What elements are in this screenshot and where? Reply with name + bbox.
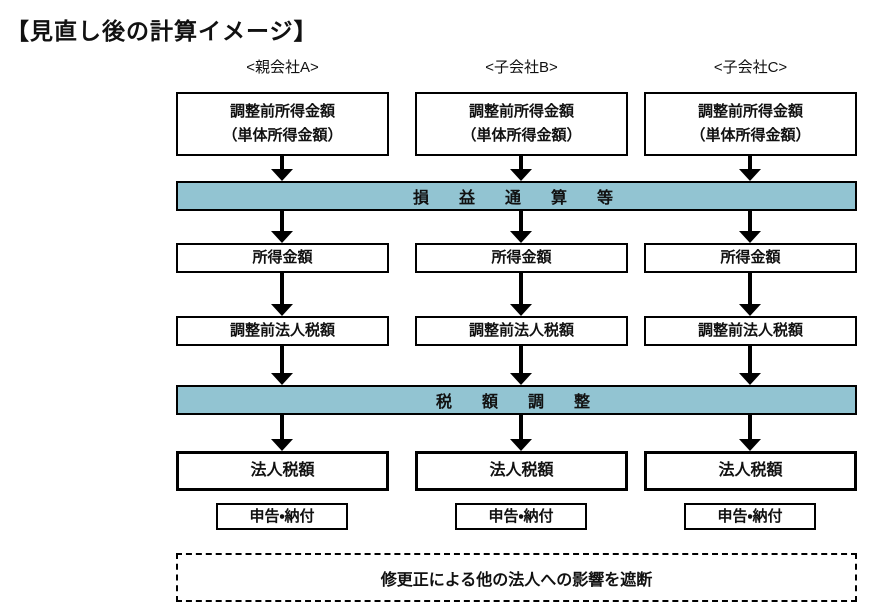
process-bar-profit-loss-aggregation: 損 益 通 算 等 xyxy=(176,181,857,211)
box-pre-adjustment-income-a-line2: （単体所得金額） xyxy=(222,127,343,144)
down-arrow xyxy=(739,273,761,316)
down-arrow xyxy=(510,211,532,243)
down-arrow xyxy=(739,415,761,451)
column-header-subsidiary-b: <子会社B> xyxy=(485,59,558,76)
box-filing-payment-a: 申告・納付 xyxy=(216,503,348,530)
down-arrow xyxy=(510,156,532,181)
down-arrow xyxy=(510,415,532,451)
down-arrow xyxy=(271,156,293,181)
box-income-b: 所得金額 xyxy=(415,243,628,273)
down-arrow xyxy=(739,346,761,385)
box-pre-adjustment-income-b: 調整前所得金額 （単体所得金額） xyxy=(415,92,628,156)
box-corporate-tax-a: 法人税額 xyxy=(176,451,389,491)
box-income-c: 所得金額 xyxy=(644,243,857,273)
footer-note-box: 修更正による他の法人への影響を遮断 xyxy=(176,553,857,602)
box-pre-adjustment-income-b-line2: （単体所得金額） xyxy=(461,127,582,144)
box-corporate-tax-b: 法人税額 xyxy=(415,451,628,491)
column-header-subsidiary-c: <子会社C> xyxy=(713,59,788,76)
down-arrow xyxy=(271,273,293,316)
box-pre-adjustment-income-b-line1: 調整前所得金額 xyxy=(468,103,574,120)
column-header-parent-a: <親会社A> xyxy=(246,59,319,76)
box-pre-adjustment-corporate-tax-b: 調整前法人税額 xyxy=(415,316,628,346)
box-corporate-tax-c: 法人税額 xyxy=(644,451,857,491)
box-filing-payment-c: 申告・納付 xyxy=(684,503,816,530)
footer-note-text: 修更正による他の法人への影響を遮断 xyxy=(380,571,653,589)
down-arrow xyxy=(271,346,293,385)
box-pre-adjustment-income-c: 調整前所得金額 （単体所得金額） xyxy=(644,92,857,156)
down-arrow xyxy=(739,211,761,243)
box-pre-adjustment-income-c-line2: （単体所得金額） xyxy=(690,127,811,144)
box-pre-adjustment-income-a: 調整前所得金額 （単体所得金額） xyxy=(176,92,389,156)
box-pre-adjustment-corporate-tax-a: 調整前法人税額 xyxy=(176,316,389,346)
down-arrow xyxy=(510,346,532,385)
process-bar-tax-adjustment: 税 額 調 整 xyxy=(176,385,857,415)
down-arrow xyxy=(271,211,293,243)
down-arrow xyxy=(739,156,761,181)
down-arrow xyxy=(510,273,532,316)
box-pre-adjustment-corporate-tax-c: 調整前法人税額 xyxy=(644,316,857,346)
box-income-a: 所得金額 xyxy=(176,243,389,273)
box-filing-payment-b: 申告・納付 xyxy=(455,503,587,530)
box-pre-adjustment-income-c-line1: 調整前所得金額 xyxy=(697,103,803,120)
down-arrow xyxy=(271,415,293,451)
page-title: 【見直し後の計算イメージ】 xyxy=(6,18,318,44)
box-pre-adjustment-income-a-line1: 調整前所得金額 xyxy=(229,103,335,120)
